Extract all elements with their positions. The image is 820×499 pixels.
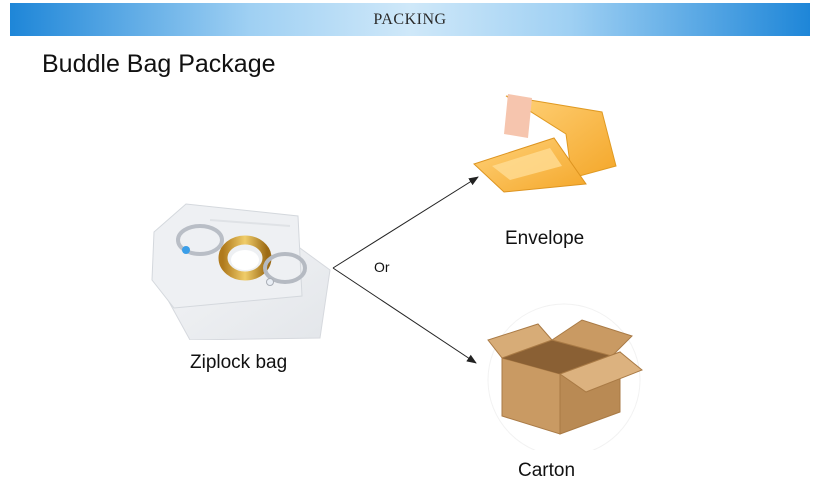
packing-banner: PACKING [10, 3, 810, 36]
carton-image [487, 303, 643, 450]
envelope-label: Envelope [505, 228, 585, 249]
ziplock-bag-image [151, 203, 331, 340]
carton-label: Carton [518, 460, 576, 481]
banner-title: PACKING [373, 10, 447, 28]
arrow-to-envelope [332, 176, 479, 269]
envelope-image [473, 94, 617, 193]
arrow-to-carton [332, 267, 477, 364]
page-heading: Buddle Bag Package [42, 50, 276, 78]
or-label: Or [374, 259, 390, 275]
ziplock-bag-label: Ziplock bag [190, 352, 288, 373]
